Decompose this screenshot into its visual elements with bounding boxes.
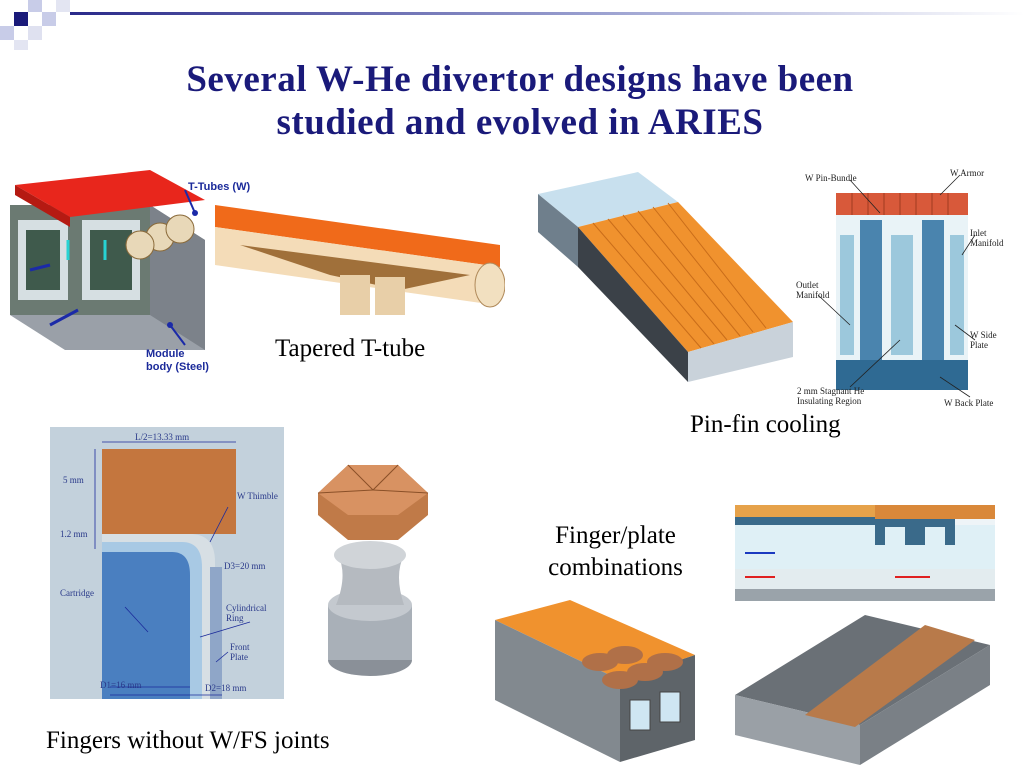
tapered-ttube-illustration xyxy=(215,205,506,315)
label-ring-line-2: Ring xyxy=(226,613,244,623)
label-cartridge: Cartridge xyxy=(60,588,94,598)
label-front-plate: Front Plate xyxy=(230,642,250,662)
caption-fingers-without-joints: Fingers without W/FS joints xyxy=(46,727,330,754)
finger-3d-figure xyxy=(308,455,438,683)
header-decoration xyxy=(0,0,1024,50)
fingerplate-block-right-illustration xyxy=(735,615,990,765)
header-pattern xyxy=(0,0,1024,50)
label-w-pin-bundle: W Pin-Bundle xyxy=(805,173,857,183)
label-module-line-2: body (Steel) xyxy=(146,361,209,373)
label-module-line-1: Module xyxy=(146,348,185,360)
label-w-side-plate: W Side Plate xyxy=(970,330,997,350)
label-d2: D2=18 mm xyxy=(205,683,247,693)
label-stagnant-he: 2 mm Stagnant He Insulating Region xyxy=(797,386,864,406)
fingerplate-strip-illustration xyxy=(735,505,995,601)
slide-title: Several W-He divertor designs have been … xyxy=(60,58,980,144)
label-w-armor: W Armor xyxy=(950,168,985,178)
ttube-module-figure xyxy=(10,165,225,375)
label-length: L/2=13.33 mm xyxy=(135,432,190,442)
caption-fingerplate-line-2: combinations xyxy=(548,554,683,581)
fingerplate-block-left-illustration xyxy=(495,600,695,762)
label-five-mm: 5 mm xyxy=(63,475,84,485)
label-w-back-plate: W Back Plate xyxy=(944,398,994,408)
fingerplate-strip-figure xyxy=(735,505,995,601)
label-front-line-2: Plate xyxy=(230,652,248,662)
label-inlet-line-1: Inlet xyxy=(970,228,987,238)
label-one-two-mm: 1.2 mm xyxy=(60,529,88,539)
caption-tapered-ttube: Tapered T-tube xyxy=(275,335,426,362)
finger-3d-illustration xyxy=(317,464,429,676)
ttube-module-illustration xyxy=(10,170,205,350)
label-ttubes-w: T-Tubes (W) xyxy=(188,181,251,193)
label-module-body: Module body (Steel) xyxy=(146,348,209,374)
label-side-line-2: Plate xyxy=(970,340,988,350)
label-inlet-manifold: Inlet Manifold xyxy=(970,228,1004,248)
label-cylindrical-ring: Cylindrical Ring xyxy=(226,603,267,623)
slide-title-line-1: Several W-He divertor designs have been xyxy=(186,59,854,100)
caption-fingerplate-line-1: Finger/plate xyxy=(555,522,676,549)
label-stagnant-line-1: 2 mm Stagnant He xyxy=(797,386,865,396)
label-stagnant-line-2: Insulating Region xyxy=(797,396,862,406)
label-front-line-1: Front xyxy=(230,642,250,652)
pinfin-cross-section xyxy=(790,165,1015,415)
label-outlet-line-1: Outlet xyxy=(796,280,819,290)
caption-fingerplate: Finger/plate combinations xyxy=(528,520,703,584)
pinfin-block-illustration xyxy=(538,172,793,382)
slide-title-line-2: studied and evolved in ARIES xyxy=(276,102,764,143)
fingerplate-block-left xyxy=(495,600,700,762)
label-inlet-line-2: Manifold xyxy=(970,238,1004,248)
label-d1: D1=16 mm xyxy=(100,680,142,690)
caption-pinfin-cooling: Pin-fin cooling xyxy=(690,411,841,438)
label-outlet-line-2: Manifold xyxy=(796,290,830,300)
finger-cross-section xyxy=(50,427,284,699)
finger-cross-section-illustration xyxy=(50,427,284,699)
label-side-line-1: W Side xyxy=(970,330,997,340)
label-d3: D3=20 mm xyxy=(224,561,266,571)
label-outlet-manifold: Outlet Manifold xyxy=(796,280,830,300)
pinfin-block-figure xyxy=(538,172,796,387)
fingerplate-block-right xyxy=(735,615,993,765)
tapered-ttube-figure xyxy=(210,205,506,320)
label-w-thimble: W Thimble xyxy=(237,491,278,501)
pinfin-cross-section-illustration xyxy=(817,174,976,398)
label-ring-line-1: Cylindrical xyxy=(226,603,267,613)
